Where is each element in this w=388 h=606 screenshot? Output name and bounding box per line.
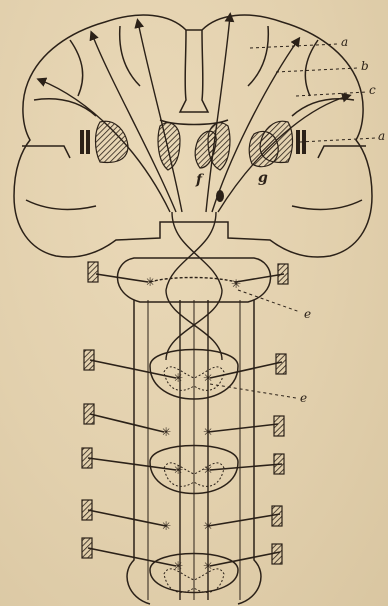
nerve-fibre <box>210 552 280 566</box>
claustrum-right <box>296 130 300 154</box>
left-fissure <box>22 146 70 158</box>
motor-end-plate-icon <box>82 448 92 468</box>
motor-end-plate-icon <box>82 500 92 520</box>
label-g: g <box>258 170 268 186</box>
sulcus <box>292 99 354 116</box>
leader-e1 <box>238 290 300 312</box>
claustrum-left <box>80 130 84 154</box>
nerve-fibre <box>90 360 176 378</box>
nerve-cell: ✳ <box>173 463 183 477</box>
motor-end-plate-icon <box>272 506 282 526</box>
nerve-cell: ✳ <box>203 425 213 439</box>
label-d: a <box>378 129 385 143</box>
nerve-cell: ✳ <box>203 559 213 573</box>
claustrum-left <box>86 130 90 154</box>
leader-c <box>296 92 366 96</box>
leader-d <box>300 138 376 142</box>
motor-end-plate-icon <box>272 544 282 564</box>
right-fissure <box>318 146 366 158</box>
motor-end-plate-icon <box>88 262 98 282</box>
nerve-cell: ✳ <box>231 277 241 291</box>
sulcus <box>305 40 318 96</box>
left-caudate <box>158 123 180 170</box>
nerve-fibre <box>96 274 148 282</box>
nerve-cell: ✳ <box>203 371 213 385</box>
nerve-cell: ✳ <box>161 425 171 439</box>
leader-b <box>276 68 358 72</box>
motor-end-plate-icon <box>84 350 94 370</box>
motor-end-plate-icon <box>278 264 288 284</box>
motor-end-plate-icon <box>84 404 94 424</box>
motor-end-plate-icon <box>276 354 286 374</box>
label-c: c <box>369 83 376 97</box>
pons-fibre <box>150 278 236 283</box>
nerve-fibre <box>90 414 164 432</box>
sulcus <box>120 26 140 86</box>
nerve-fibre <box>208 424 278 432</box>
sulcus <box>248 26 268 86</box>
nerve-cell: ✳ <box>145 275 155 289</box>
motor-end-plate-icon <box>82 538 92 558</box>
fibre-left-inner <box>138 22 182 212</box>
fibre-right-inner <box>206 16 230 212</box>
label-a: a <box>341 35 348 49</box>
nerve-fibre <box>210 362 282 378</box>
nerve-fibre <box>88 458 176 470</box>
motor-end-plate-icon <box>274 454 284 474</box>
nerve-fibre <box>88 510 166 526</box>
sulcus <box>70 40 83 96</box>
label-f: f <box>195 172 205 188</box>
motor-end-plate-icon <box>274 416 284 436</box>
label-b: b <box>361 59 369 73</box>
nerve-cell: ✳ <box>173 559 183 573</box>
nerve-cell: ✳ <box>161 519 171 533</box>
nerve-cell: ✳ <box>203 463 213 477</box>
brain-outline <box>14 15 372 257</box>
sulcus <box>26 200 96 209</box>
nerve-fibre <box>236 274 284 282</box>
nerve-cell: ✳ <box>173 371 183 385</box>
nerve-fibre <box>208 514 280 526</box>
label-e-lower: e <box>300 391 307 405</box>
internal-capsule-g <box>249 131 278 166</box>
nerve-fibre <box>210 464 282 470</box>
label-e-upper: e <box>304 307 311 321</box>
nerve-cell: ✳ <box>203 519 213 533</box>
longitudinal-fissure <box>180 30 208 112</box>
sulcus <box>292 200 362 209</box>
